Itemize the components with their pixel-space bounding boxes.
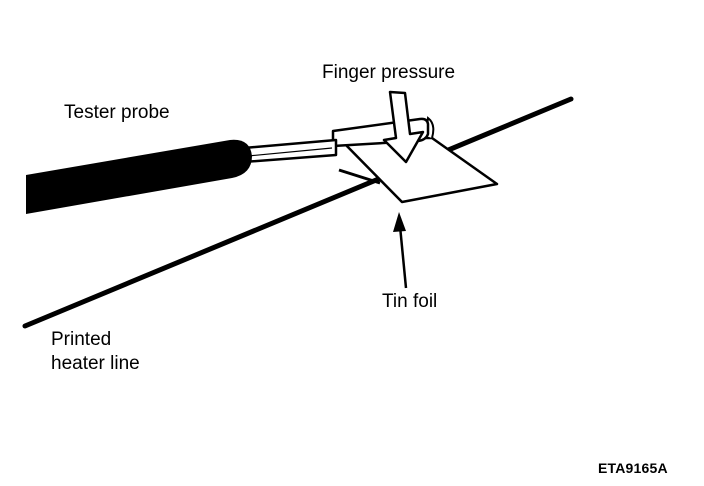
tin-foil-sheet — [337, 136, 499, 204]
printed-heater-line — [22, 96, 574, 329]
printed-heater-line-label-line1: Printed — [51, 329, 112, 350]
tester-probe-handle — [26, 139, 252, 214]
printed-heater-line-label-line2: heater line — [51, 353, 140, 374]
finger-pressure-label: Finger pressure — [322, 62, 456, 83]
heater-line-under-foil — [338, 168, 381, 185]
tin-foil-leader-arrowhead — [393, 212, 406, 232]
figure-code: ETA9165A — [598, 460, 668, 476]
tester-probe-shaft — [242, 138, 338, 164]
tester-probe-label: Tester probe — [64, 102, 170, 123]
tin-foil-label: Tin foil — [382, 291, 438, 312]
printed-heater-line-label: Printed heater line — [51, 328, 140, 376]
finger-pressure-arrow — [382, 90, 425, 164]
tester-probe-shaft-highlight — [247, 147, 333, 157]
tin-foil-leader-line — [398, 225, 408, 289]
